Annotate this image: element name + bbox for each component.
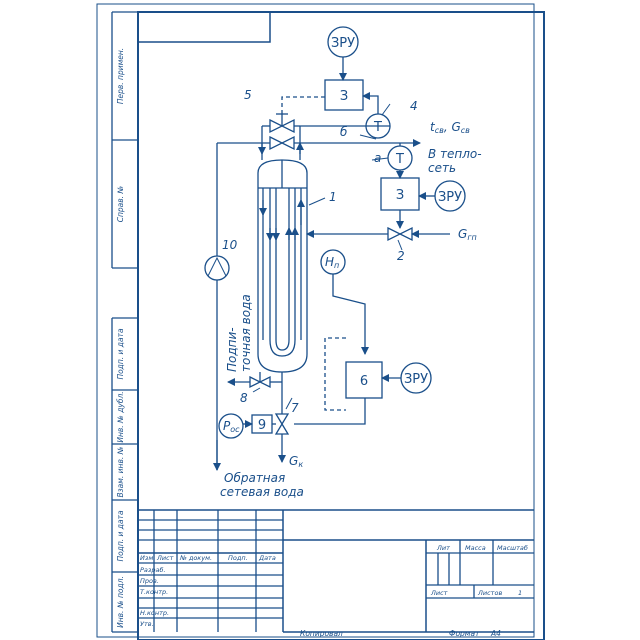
- zru-bottom-label: ЗРУ: [404, 372, 428, 387]
- sensor-4: [362, 92, 391, 139]
- caption-format: Формат: [449, 629, 480, 638]
- callout-7: 7: [291, 401, 299, 415]
- internal-flow-arrows: [259, 199, 305, 241]
- label-return-water-1: Обратная: [224, 471, 285, 485]
- callout-2: 2: [397, 249, 405, 263]
- label-heat-network-2: сеть: [428, 161, 456, 175]
- side-sprav-no: Справ. №: [116, 186, 125, 223]
- zru-top: [327, 26, 359, 81]
- label-makeup-water-2: точная вода: [239, 294, 253, 372]
- tb-doc-no: № докум.: [179, 554, 212, 562]
- callout-8: 8: [240, 391, 248, 405]
- tb-n-kontr: Н.контр.: [140, 609, 169, 617]
- callout-10: 10: [222, 238, 238, 252]
- caption-kopiroval: Копировал: [300, 629, 343, 638]
- callout-5: 5: [244, 88, 252, 102]
- zru-bottom: [381, 362, 432, 394]
- caption-format-value: A4: [490, 629, 501, 638]
- tb-masshtab: Масштаб: [497, 544, 528, 552]
- tb-list2: Лист: [430, 589, 448, 597]
- label-makeup-water-1: Подпи-: [225, 327, 239, 372]
- regulator-3-top-label: З: [340, 89, 348, 104]
- label-hn: Hп: [325, 255, 339, 270]
- tb-lit: Лит: [436, 544, 450, 552]
- pressure-source: [218, 413, 253, 439]
- letter-b: б: [340, 125, 348, 139]
- heater-shell: [257, 159, 308, 373]
- controller-6-label: 6: [360, 374, 368, 389]
- control-line-valve-5: [281, 96, 325, 114]
- side-inv-dubl: Инв. № дубл.: [116, 391, 125, 442]
- valve-2: [387, 226, 413, 242]
- zru-right: [418, 180, 466, 212]
- label-p-os: Pос: [223, 419, 240, 434]
- tb-listov-value: 1: [518, 589, 522, 597]
- sensor-a-label: Т: [395, 152, 404, 167]
- sensor-4-label: Т: [373, 120, 382, 135]
- label-return-water-2: сетевая вода: [220, 485, 304, 499]
- tb-list: Лист: [156, 554, 174, 562]
- title-block: [138, 509, 534, 633]
- callout-4: 4: [410, 99, 418, 113]
- unit-9-label: 9: [258, 418, 266, 433]
- top-stamp-box: [138, 12, 271, 43]
- level-setpoint: [320, 249, 369, 355]
- left-margin-strip: [111, 11, 138, 633]
- zru-right-label: ЗРУ: [438, 190, 462, 205]
- heater-1: [257, 159, 308, 373]
- label-g-gp: Gгп: [458, 227, 477, 242]
- valve-8: [249, 372, 271, 389]
- callout-1: 1: [329, 190, 337, 204]
- sheet-outer-border: [96, 3, 535, 638]
- letter-a: а: [374, 151, 381, 165]
- tb-massa: Масса: [465, 544, 486, 552]
- tb-izm: Изм: [140, 554, 153, 562]
- side-vzam-inv: Взам. инв. №: [116, 446, 125, 497]
- control-line-valve-7: [294, 398, 366, 425]
- regulator-3-bottom-label: З: [396, 188, 404, 203]
- label-g-k: Gк: [289, 454, 303, 469]
- label-t-g-sv: tсв, Gсв: [430, 120, 470, 135]
- tb-listov: Листов: [477, 589, 502, 597]
- valve-7: [274, 413, 290, 435]
- side-podp-data-1: Подп. и дата: [116, 328, 125, 379]
- label-heat-network-1: В тепло-: [428, 147, 482, 161]
- valve-5: [269, 113, 295, 151]
- sheet-inner-border: [137, 11, 545, 640]
- tb-t-kontr: Т.контр.: [140, 588, 168, 596]
- side-perv-primen: Перв. примен.: [116, 48, 125, 104]
- level-dashed-loop: [324, 337, 346, 411]
- top-piping: [216, 125, 421, 470]
- tb-prov: Пров.: [140, 577, 159, 585]
- tb-data: Дата: [258, 554, 276, 562]
- side-inv-podl: Инв. № подл.: [116, 576, 125, 628]
- side-podp-data-2: Подп. и дата: [116, 510, 125, 561]
- zru-top-label: ЗРУ: [331, 36, 355, 51]
- tb-razrab: Разраб.: [140, 566, 166, 574]
- pump-10: [204, 255, 230, 281]
- tb-utv: Утв.: [140, 620, 154, 628]
- tb-podp: Подп.: [228, 554, 248, 562]
